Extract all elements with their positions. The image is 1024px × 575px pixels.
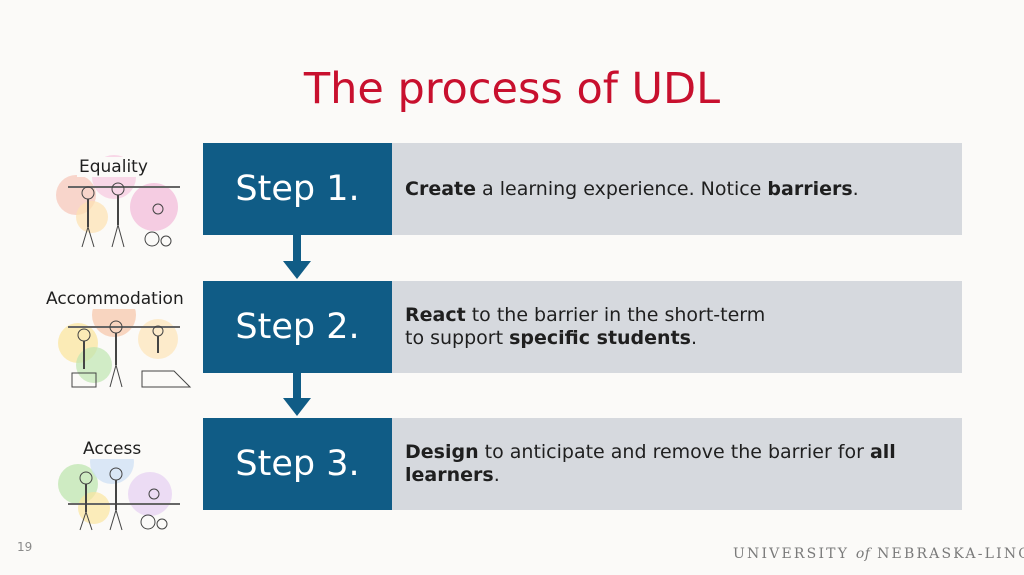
arrow-down-icon (283, 235, 311, 279)
text: to anticipate and remove the barrier for (478, 441, 870, 463)
step-3-description: Design to anticipate and remove the barr… (392, 418, 962, 510)
accommodation-label: Accommodation (44, 289, 186, 309)
page-number: 19 (17, 540, 33, 554)
step-2-label: Step 2. (203, 281, 392, 373)
description-text: Create a learning experience. Notice bar… (405, 178, 859, 201)
bold-text: Design (405, 441, 479, 463)
text: a learning experience. Notice (476, 177, 768, 200)
bold-text: Create (405, 177, 476, 200)
bold-text: all learners (405, 441, 896, 486)
arrow-down-icon (283, 372, 311, 416)
description-text: Design to anticipate and remove the barr… (405, 441, 932, 487)
text: to the barrier in the short-term (465, 304, 766, 326)
text: . (852, 177, 859, 200)
equality-label: Equality (77, 157, 150, 177)
slide-title: The process of UDL (303, 64, 721, 114)
step-1-description: Create a learning experience. Notice bar… (392, 143, 962, 235)
step-1-label: Step 1. (203, 143, 392, 235)
access-illustration (54, 418, 194, 534)
access-label: Access (81, 439, 144, 459)
text: . (690, 327, 698, 349)
equality-illustration (54, 135, 194, 251)
university-logo-text: UNIVERSITY of NEBRASKA-LINCOLN (733, 546, 1024, 562)
bold-text: specific students (509, 327, 691, 349)
bold-text: React (405, 304, 466, 326)
text: to support (405, 327, 510, 349)
text: . (493, 464, 500, 486)
bold-text: barriers (767, 177, 853, 200)
step-3-label: Step 3. (203, 418, 392, 510)
